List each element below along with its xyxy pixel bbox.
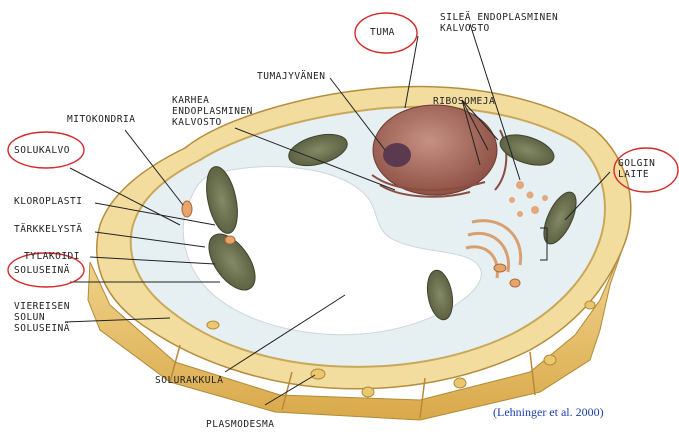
label-karhea-er: KARHEA ENDOPLASMINEN KALVOSTO xyxy=(172,95,253,128)
label-tarkkelysta: TÄRKKELYSTÄ xyxy=(14,224,82,235)
label-silea-er: SILEÄ ENDOPLASMINEN KALVOSTO xyxy=(440,12,558,34)
label-viereisen-solun-soluseina: VIEREISEN SOLUN SOLUSEINÄ xyxy=(14,301,70,334)
citation: (Lehninger et al. 2000) xyxy=(493,405,604,420)
label-tylakoidi: TYLAKOIDI xyxy=(24,251,80,262)
label-kloroplasti: KLOROPLASTI xyxy=(14,196,82,207)
nucleolus xyxy=(383,143,411,167)
label-plasmodesma: PLASMODESMA xyxy=(206,419,274,430)
label-soluseina: SOLUSEINÄ xyxy=(14,265,70,276)
label-solurakkula: SOLURAKKULA xyxy=(155,375,223,386)
label-solukalvo: SOLUKALVO xyxy=(14,145,70,156)
label-mitokondria: MITOKONDRIA xyxy=(67,114,135,125)
label-tumajyvanen: TUMAJYVÄNEN xyxy=(257,71,325,82)
label-tuma: TUMA xyxy=(370,27,395,38)
label-ribosomeja: RIBOSOMEJA xyxy=(433,96,495,107)
label-golgin-laite: GOLGIN LAITE xyxy=(618,158,655,180)
